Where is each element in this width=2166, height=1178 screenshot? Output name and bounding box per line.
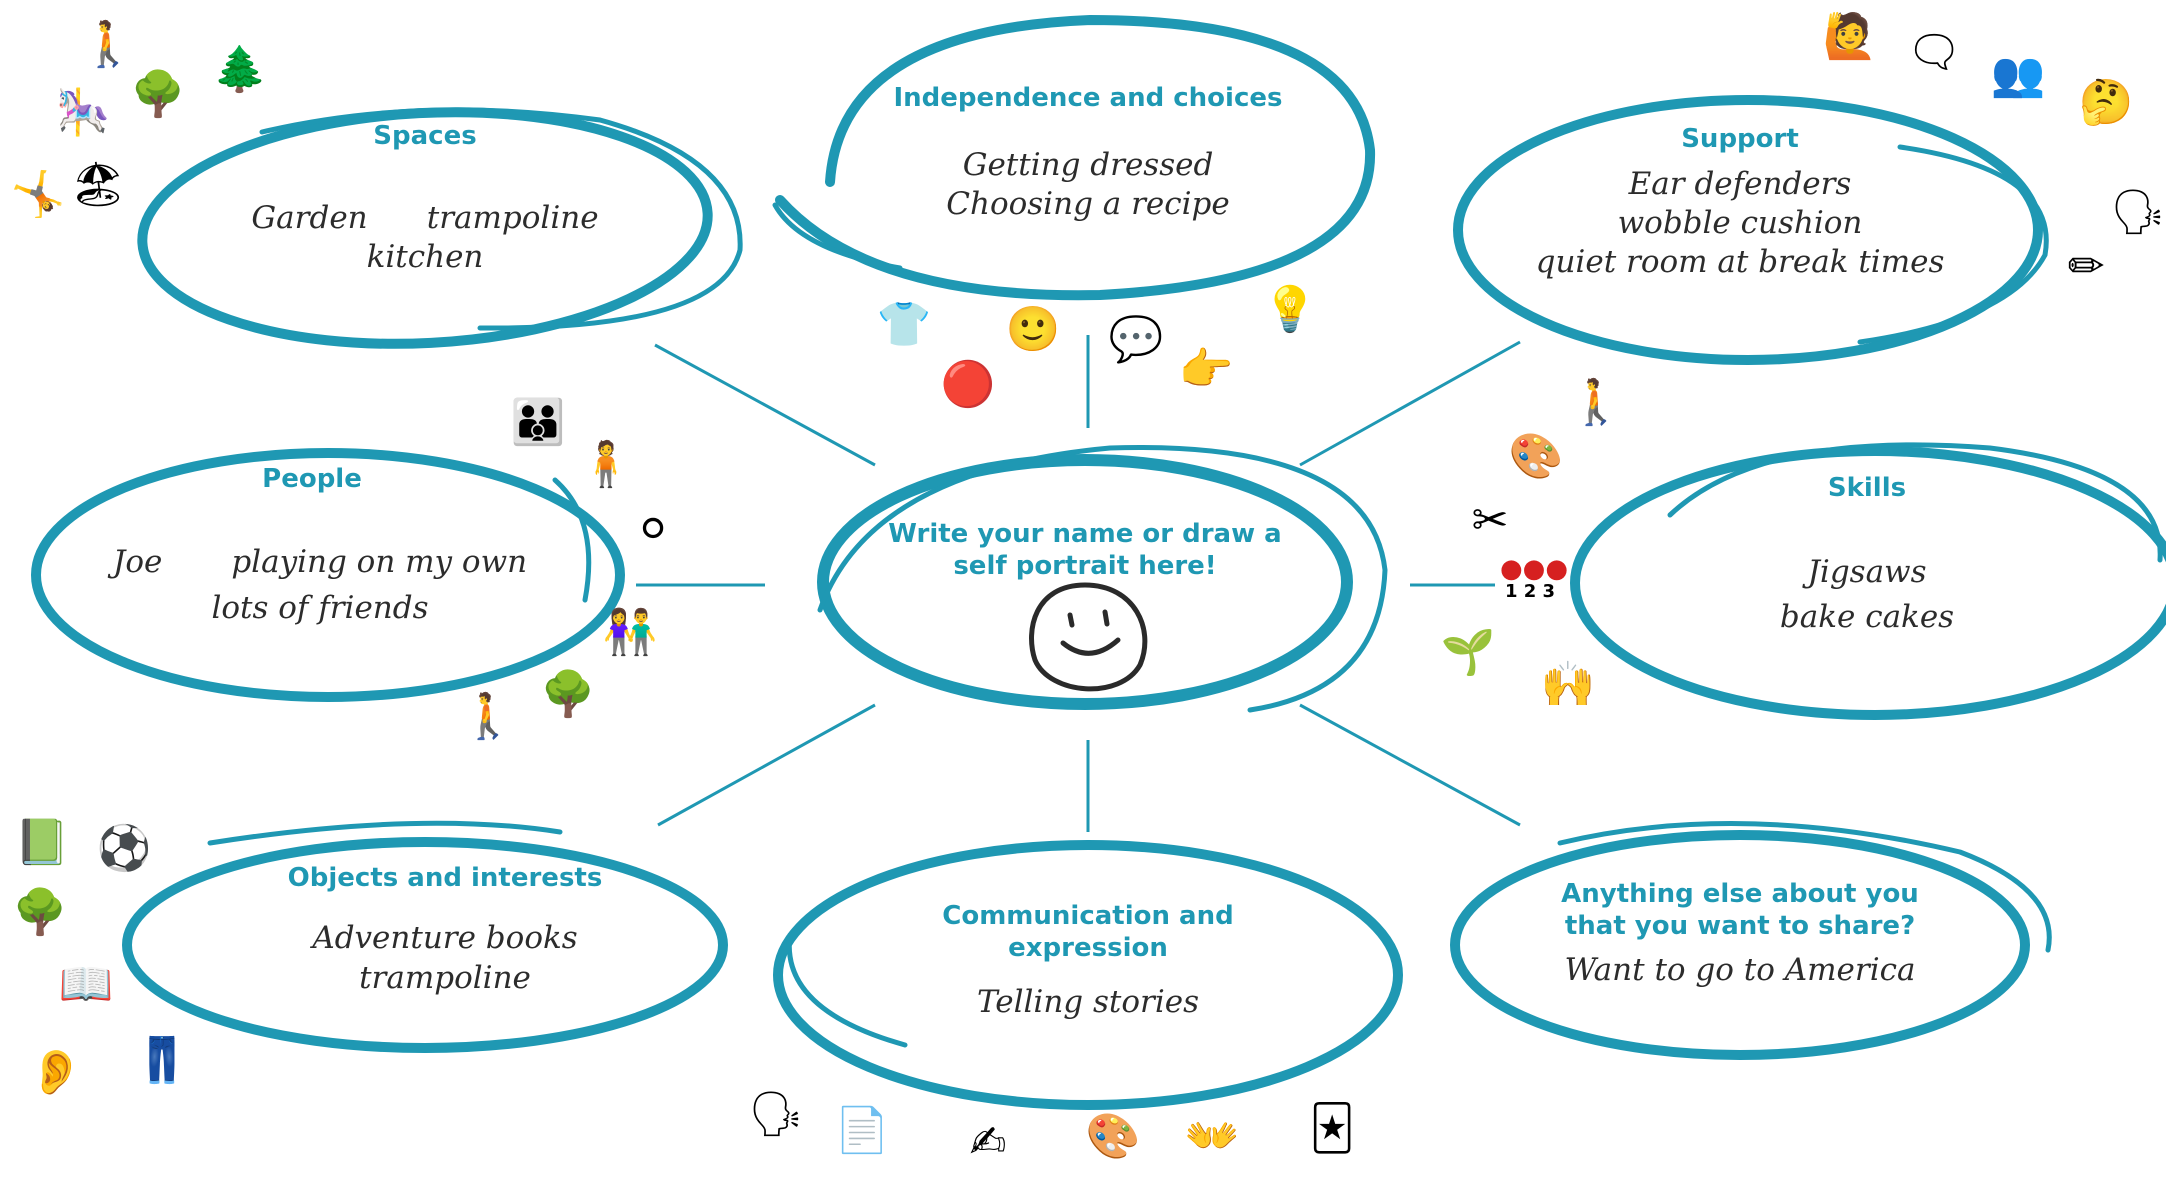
- support-outline: [1453, 95, 2049, 365]
- independence-line-1: Getting dressed: [962, 147, 1214, 183]
- anything-line-1: Want to go to America: [1564, 952, 1916, 988]
- people-at-desk-icon: 👥: [1990, 49, 2046, 100]
- document-icon: 📄: [834, 1105, 890, 1156]
- objects-line-1: Adventure books: [312, 920, 578, 956]
- objects-line-2: trampoline: [359, 960, 531, 996]
- center-heading[interactable]: Write your name or draw a self portrait …: [888, 519, 1282, 581]
- counters-icon: ●●● 1 2 3: [1500, 554, 1569, 602]
- independence-line-2: Choosing a recipe: [946, 186, 1230, 222]
- people-line-1: Joe playing on my own: [112, 544, 528, 580]
- anything-outline: [1450, 821, 2052, 1060]
- park-icon: 🌳: [540, 669, 596, 720]
- clothes-icon: 👖: [134, 1035, 190, 1086]
- person-reading-icon: 📖: [58, 959, 114, 1010]
- person-drawing-icon: ✏: [2067, 241, 2105, 292]
- person-dressing-icon: 👕: [876, 299, 932, 350]
- people-line-2: lots of friends: [211, 590, 429, 626]
- sign-language-icon: 👐: [1184, 1111, 1240, 1162]
- walking-people-icon: 🚶: [80, 19, 136, 70]
- people-outline: [31, 448, 625, 702]
- support-line-1: Ear defenders: [1628, 166, 1852, 202]
- trampoline-icon: 🤸: [10, 169, 66, 220]
- beach-icon: 🏖: [70, 159, 126, 210]
- person-with-group-icon: 🧍: [578, 439, 634, 490]
- spaces-line-2: kitchen: [366, 239, 484, 275]
- pointing-choice-icon: 👉: [1178, 344, 1234, 395]
- talking-art-icon: 🎨: [1085, 1111, 1141, 1162]
- communication-line-1: Telling stories: [976, 984, 1200, 1020]
- connector-spaces: [654, 343, 876, 467]
- conversation-icon: 🗨: [1906, 27, 1962, 78]
- swing-icon: 🎠: [55, 87, 111, 138]
- self-portrait-smiley: [1029, 582, 1148, 692]
- objects-heading: Objects and interests: [287, 863, 603, 893]
- talking-art-icon: 🎨: [1508, 431, 1564, 482]
- group-talking-icon: ⚪: [634, 504, 672, 555]
- green-book-icon: 📗: [14, 817, 70, 868]
- objects-outline: [122, 820, 728, 1053]
- ball-play-icon: ⚽: [96, 823, 152, 874]
- park-icon: 🌳: [130, 69, 186, 120]
- independence-outline: [772, 14, 1376, 301]
- skills-heading: Skills: [1827, 473, 1907, 503]
- connector-support: [1299, 340, 1521, 467]
- gardening-icon: 🌱: [1440, 627, 1496, 678]
- communication-heading: Communication and expression: [942, 901, 1234, 963]
- speaking-face-icon: 🗣: [748, 1089, 804, 1140]
- walking-people-icon: 🚶: [1568, 377, 1624, 428]
- skills-outline: [1570, 442, 2166, 720]
- people-heading: People: [262, 464, 362, 494]
- support-heading: Support: [1681, 124, 1799, 154]
- skills-line-1: Jigsaws: [1807, 554, 1927, 590]
- center-outline: [817, 445, 1388, 713]
- two-people-icon: 👫: [602, 607, 658, 658]
- writing-icon: ✍: [969, 1117, 1007, 1168]
- trees-icon: 🌲: [212, 44, 268, 95]
- hands-icon: 🙌: [1540, 659, 1596, 710]
- park-icon: 🌳: [12, 887, 68, 938]
- spaces-line-1: Garden trampoline: [251, 200, 599, 236]
- ear-listen-icon: 👂: [28, 1047, 84, 1098]
- spaces-heading: Spaces: [373, 121, 477, 151]
- support-line-2: wobble cushion: [1617, 205, 1863, 241]
- support-line-3: quiet room at break times: [1535, 244, 1945, 280]
- communication-outline: [773, 840, 1403, 1110]
- friends-circle-icon: 👪: [510, 397, 566, 448]
- picture-cards-icon: 🃏: [1309, 1103, 1355, 1154]
- scissors-icon: ✂: [1471, 495, 1509, 546]
- walking-people-icon: 🚶: [460, 691, 516, 742]
- counters-labels: 1 2 3: [1504, 581, 1556, 602]
- connector-objects: [657, 703, 876, 827]
- talking-icon: 🗣: [2110, 187, 2166, 238]
- idea-icon: 💡: [1262, 284, 1318, 335]
- person-presenting-icon: 🙋: [1822, 11, 1878, 62]
- connectors: [636, 335, 1521, 832]
- choose-red-icon: 🔴: [940, 359, 996, 410]
- connector-anything: [1299, 703, 1521, 827]
- anything-heading-line-2: that you want to share?: [1564, 911, 1916, 941]
- spaces-outline: [137, 107, 743, 349]
- choices-faces-icon: 🙂: [1005, 304, 1061, 355]
- thinking-person-icon: 🤔: [2078, 77, 2134, 128]
- skills-line-2: bake cakes: [1779, 599, 1955, 635]
- asking-question-icon: 💬: [1108, 314, 1164, 365]
- anything-heading-line-1: Anything else about you: [1561, 879, 1919, 909]
- independence-heading: Independence and choices: [893, 83, 1283, 113]
